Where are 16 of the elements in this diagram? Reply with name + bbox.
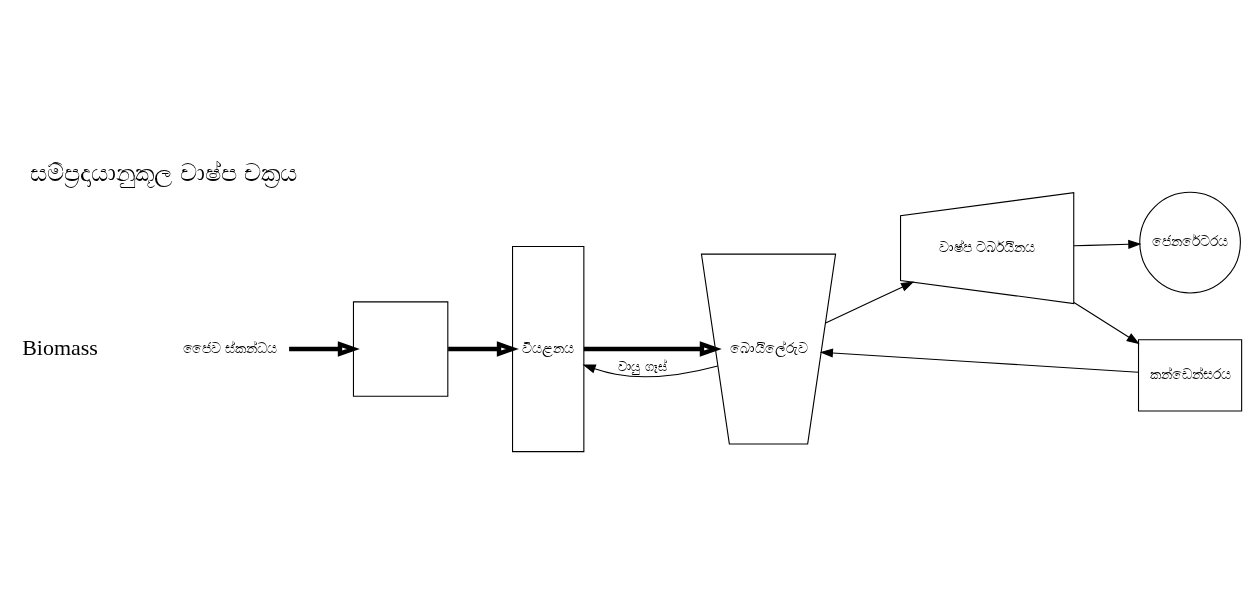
arrow <box>582 363 719 377</box>
node-text: ජෛව ස්කන්ධය <box>182 339 278 356</box>
diagram-title: සම්ප්‍රදායානුකූල වාෂ්ප චක්‍රය <box>29 158 298 187</box>
edge-label: වායු ගෑස් <box>618 358 667 374</box>
arrow <box>825 281 915 323</box>
arrow <box>289 340 360 357</box>
arrow <box>1073 239 1142 249</box>
arrow <box>1073 301 1140 344</box>
node-box: කන්ඩෙන්සරය <box>1137 338 1243 412</box>
arrow <box>448 340 519 357</box>
label: Biomass <box>22 334 98 360</box>
node-box: වියළනය <box>512 245 585 452</box>
arrow <box>819 347 1139 373</box>
arrow <box>583 340 722 357</box>
node-circle: ජෙනරේටරය <box>1139 191 1241 293</box>
node-box <box>352 300 449 397</box>
